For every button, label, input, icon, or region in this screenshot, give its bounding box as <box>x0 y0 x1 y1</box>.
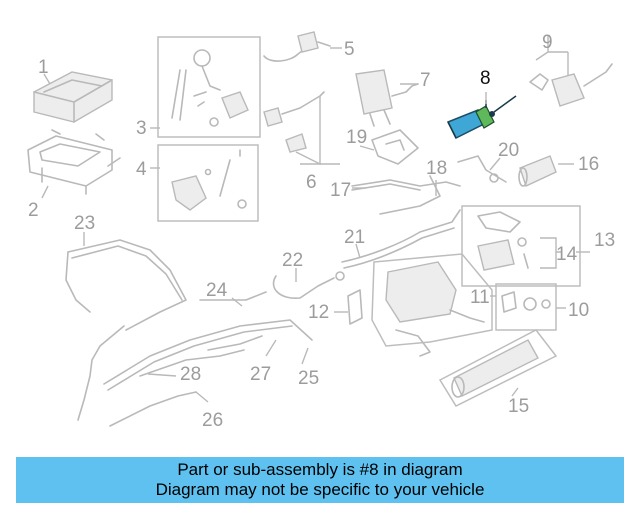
part-2-bracket <box>27 129 121 195</box>
part-6-harness <box>263 91 340 166</box>
callout-22: 22 <box>282 250 303 271</box>
part-12-bracket <box>347 289 363 325</box>
callout-2: 2 <box>28 200 39 221</box>
callout-13: 13 <box>594 230 615 251</box>
part-16-filter <box>518 155 557 187</box>
part-20-valve <box>457 155 507 183</box>
callout-28: 28 <box>180 364 201 385</box>
group-box-3 <box>157 36 261 138</box>
callout-6: 6 <box>306 172 317 193</box>
callout-10: 10 <box>568 300 589 321</box>
callout-16: 16 <box>578 154 599 175</box>
callout-11: 11 <box>470 287 490 308</box>
leader-lines <box>41 47 590 403</box>
callout-25: 25 <box>298 368 319 389</box>
part-5-sensor <box>263 31 331 62</box>
part-17-18-lines <box>351 175 461 215</box>
caption-banner: Part or sub-assembly is #8 in diagram Di… <box>16 457 624 503</box>
part-3-sensor-assembly <box>171 49 249 127</box>
group-box-13 <box>461 205 581 287</box>
group-box-10 <box>495 283 557 331</box>
callout-1: 1 <box>38 57 49 78</box>
callout-18: 18 <box>426 158 447 179</box>
callout-4: 4 <box>136 159 147 180</box>
callout-3: 3 <box>136 118 147 139</box>
part-1-control-module <box>33 71 113 123</box>
part-7-compressor-relay <box>355 69 419 127</box>
callout-19: 19 <box>346 127 367 148</box>
callout-24: 24 <box>206 280 228 301</box>
caption-line-2: Diagram may not be specific to your vehi… <box>155 480 485 499</box>
callout-7: 7 <box>420 70 431 91</box>
part-8-highlighted <box>446 95 517 140</box>
callout-5: 5 <box>344 39 355 60</box>
compressor-assembly <box>371 253 493 357</box>
part-13-valve-block <box>477 211 529 271</box>
air-lines-23-28 <box>65 239 313 427</box>
part-22-sensor-wire <box>272 271 345 299</box>
callout-15: 15 <box>508 396 529 417</box>
part-19-bracket <box>371 129 419 165</box>
callout-21: 21 <box>344 227 365 248</box>
part-10-11-fittings <box>501 291 551 313</box>
caption-line-1: Part or sub-assembly is #8 in diagram <box>177 460 463 479</box>
part-9-connector-set <box>529 36 613 107</box>
callout-26: 26 <box>202 410 223 431</box>
group-box-4 <box>157 144 259 222</box>
part-15-reservoir <box>438 329 558 407</box>
callout-27: 27 <box>250 364 271 385</box>
callout-17: 17 <box>330 180 351 201</box>
part-21-line <box>341 209 461 269</box>
callout-20: 20 <box>498 140 519 161</box>
callout-23: 23 <box>74 213 95 234</box>
callout-8: 8 <box>480 68 491 89</box>
callout-labels: 1 2 3 4 5 6 7 8 9 10 11 12 13 14 15 16 1… <box>28 32 615 431</box>
part-4-sensor-assembly <box>171 149 247 211</box>
callout-12: 12 <box>308 302 329 323</box>
callout-14: 14 <box>556 244 578 265</box>
callout-9: 9 <box>542 32 553 53</box>
